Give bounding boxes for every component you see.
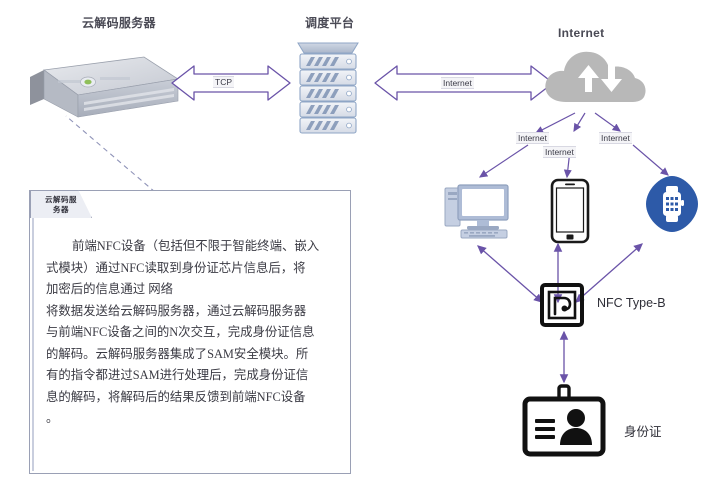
smartphone-node[interactable] (549, 178, 591, 244)
callout-line: 的解码。云解码服务器集成了SAM安全模块。所 (46, 346, 309, 361)
callout-line: 前端NFC设备（包括但不限于智能终端、嵌入 (72, 239, 320, 253)
callout-tab-line1: 云解码服 (45, 194, 77, 204)
desktop-computer-icon (444, 184, 509, 239)
server-rack-icon (297, 42, 359, 134)
label-dispatch-platform: 调度平台 (305, 16, 355, 30)
nfc-tag-node[interactable] (540, 283, 584, 327)
label-cloud-decode-server: 云解码服务器 (82, 16, 156, 30)
callout-tab-line2: 务器 (53, 204, 69, 214)
id-card-node[interactable] (522, 384, 606, 457)
cloud-decode-server-node[interactable] (28, 55, 180, 127)
server-box-icon (30, 56, 180, 118)
callout-line: 与前端NFC设备之间的N次交互，完成身份证信息 (46, 325, 315, 339)
label-internet-cloud: Internet (558, 26, 605, 40)
id-card-icon (522, 384, 606, 457)
callout-leader-line (60, 112, 170, 202)
edge-label-internet-phone: Internet (543, 146, 576, 158)
callout-line: 式模块）通过NFC读取到身份证芯片信息后，将 (46, 260, 306, 275)
callout-line: 将数据发送给云解码服务器，通过云解码服务器 (46, 303, 307, 318)
callout-line: 有的指令都进过SAM进行处理后，完成身份证信 (46, 368, 309, 382)
edge-label-internet-pc: Internet (516, 132, 549, 144)
smartwatch-node[interactable] (644, 174, 700, 234)
edge-label-internet-main: Internet (441, 77, 474, 89)
dispatch-platform-node[interactable] (294, 40, 362, 136)
cloud-to-devices-arrows (440, 105, 690, 190)
smartwatch-icon (646, 176, 698, 232)
callout-box (29, 190, 351, 474)
id-card-label: 身份证 (624, 425, 662, 439)
callout-line: 加密后的信息通过 网络 (46, 282, 174, 296)
nfc-to-idcard-arrow (554, 328, 574, 386)
smartphone-icon (550, 178, 590, 244)
edge-label-tcp: TCP (213, 76, 234, 88)
edge-label-internet-watch: Internet (599, 132, 632, 144)
callout-line: 息的解码，将解码后的结果反馈到前端NFC设备 (46, 389, 306, 404)
desktop-computer-node[interactable] (443, 180, 513, 240)
nfc-type-b-label: NFC Type-B (597, 296, 666, 310)
callout-line: 。 (46, 411, 59, 425)
callout-paragraph: 前端NFC设备（包括但不限于智能终端、嵌入式模块）通过NFC读取到身份证芯片信息… (46, 236, 338, 430)
cloud-icon (545, 51, 646, 102)
internet-cloud-node[interactable] (540, 44, 650, 110)
nfc-tag-icon (540, 283, 584, 327)
